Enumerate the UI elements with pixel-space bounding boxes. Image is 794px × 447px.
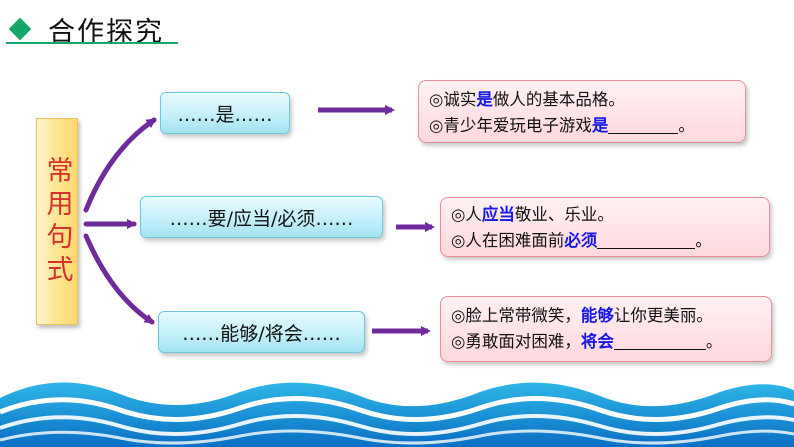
keyword: 是	[591, 116, 609, 135]
fill-in-blank	[597, 230, 696, 249]
section-header: 合作探究	[6, 8, 178, 48]
pattern-label-1: ……是……	[177, 103, 273, 126]
keyword: 将会	[580, 332, 614, 351]
wave-decoration	[0, 382, 794, 447]
example-line: ◎人应当敬业、乐业。	[451, 205, 614, 224]
example-box-1: ◎诚实是做人的基本品格。 ◎青少年爱玩电子游戏是。	[418, 80, 746, 143]
branch-arrow-1	[83, 117, 157, 213]
pattern-box-3: ……能够/将会……	[158, 311, 365, 353]
pattern-label-3: ……能够/将会……	[182, 322, 341, 345]
category-label: 常用句式	[41, 155, 73, 288]
branch-arrow-3	[83, 233, 155, 325]
keyword: 必须	[564, 231, 598, 250]
keyword: 应当	[481, 205, 515, 224]
example-line: ◎脸上常带微笑，能够让你更美丽。	[451, 306, 713, 325]
fill-in-blank	[608, 115, 679, 134]
pattern-box-2: ……要/应当/必须……	[140, 196, 383, 238]
example-line: ◎青少年爱玩电子游戏是。	[429, 115, 695, 135]
example-line: ◎诚实是做人的基本品格。	[429, 90, 625, 109]
example-box-3: ◎脸上常带微笑，能够让你更美丽。 ◎勇敢面对困难，将会。	[440, 296, 772, 362]
fill-in-blank	[613, 331, 706, 350]
example-box-2: ◎人应当敬业、乐业。 ◎人在困难面前必须。	[440, 197, 770, 257]
keyword: 能够	[580, 306, 614, 325]
pattern-label-2: ……要/应当/必须……	[169, 207, 354, 230]
category-label-box: 常用句式	[36, 118, 78, 325]
pattern-box-1: ……是……	[160, 92, 290, 134]
keyword: 是	[476, 90, 493, 109]
example-line: ◎勇敢面对困难，将会。	[451, 331, 723, 351]
example-line: ◎人在困难面前必须。	[451, 230, 712, 250]
header-underline	[6, 42, 178, 44]
